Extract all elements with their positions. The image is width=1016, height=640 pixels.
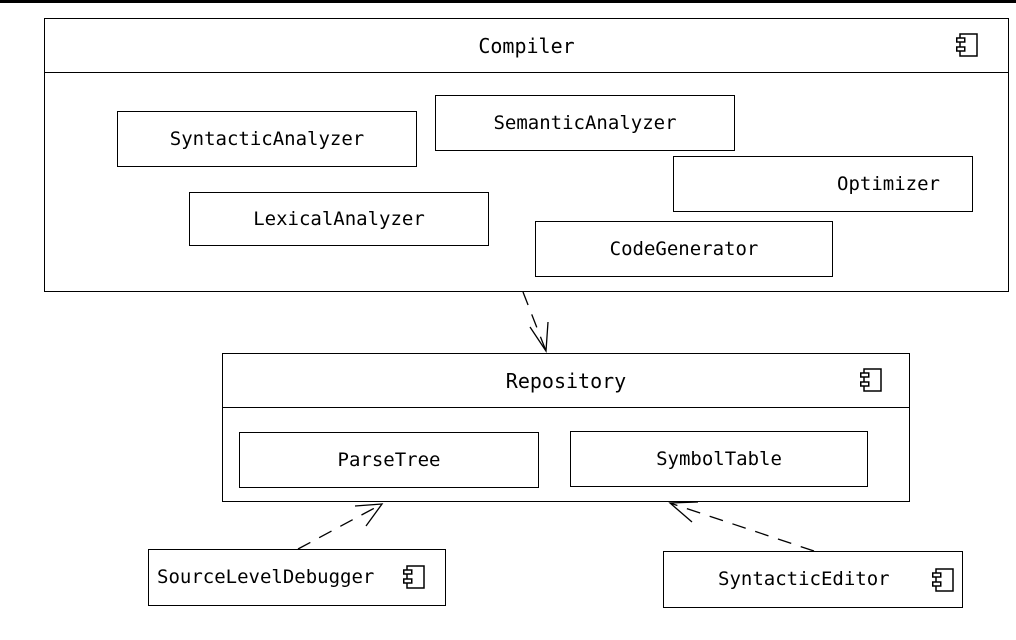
component-icon: [860, 368, 882, 392]
top-rule: [0, 0, 1016, 3]
source-level-debugger-component: SourceLevelDebugger: [148, 549, 446, 606]
optimizer-box: Optimizer: [673, 156, 973, 212]
syntactic-analyzer-box: SyntacticAnalyzer: [117, 111, 417, 167]
semantic-analyzer-box: SemanticAnalyzer: [435, 95, 735, 151]
compiler-title: Compiler: [478, 33, 575, 58]
semantic-analyzer-label: SemanticAnalyzer: [493, 112, 677, 134]
code-generator-label: CodeGenerator: [609, 238, 759, 260]
symbol-table-box: SymbolTable: [570, 431, 868, 487]
source-level-debugger-label: SourceLevelDebugger: [157, 550, 374, 604]
lexical-analyzer-box: LexicalAnalyzer: [189, 192, 489, 246]
repository-title: Repository: [505, 368, 627, 393]
syntactic-analyzer-label: SyntacticAnalyzer: [169, 128, 365, 150]
source-level-debugger-title: SourceLevelDebugger: [157, 566, 375, 588]
syntactic-editor-title: SyntacticEditor: [718, 568, 890, 590]
parse-tree-box: ParseTree: [239, 432, 539, 488]
code-generator-box: CodeGenerator: [535, 221, 833, 277]
optimizer-label: Optimizer: [837, 173, 940, 195]
compiler-to-repository-dependency: [522, 291, 549, 353]
component-icon: [403, 565, 425, 589]
repository-header: Repository: [223, 354, 909, 408]
editor-to-repository-dependency: [668, 501, 815, 552]
symbol-table-label: SymbolTable: [656, 448, 782, 470]
compiler-header: Compiler: [45, 19, 1008, 73]
component-icon: [956, 33, 978, 57]
component-icon: [932, 568, 954, 592]
lexical-analyzer-label: LexicalAnalyzer: [253, 208, 425, 230]
syntactic-editor-label: SyntacticEditor: [718, 552, 890, 606]
syntactic-editor-component: SyntacticEditor: [663, 551, 963, 608]
parse-tree-label: ParseTree: [337, 449, 441, 471]
debugger-to-repository-dependency: [297, 503, 384, 550]
